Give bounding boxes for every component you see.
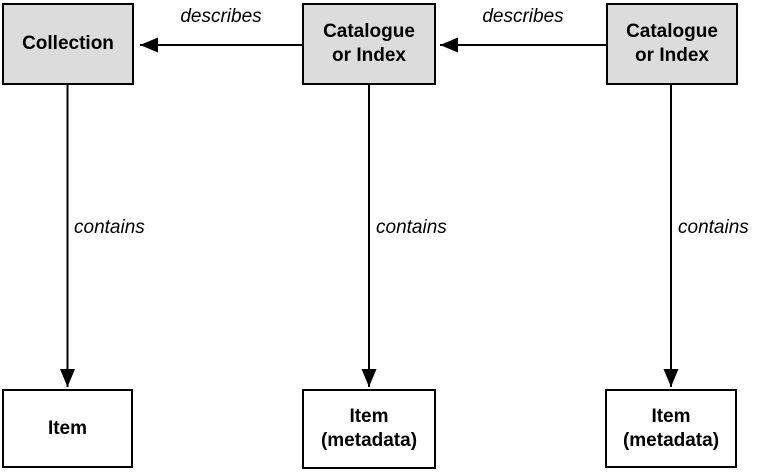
node-item-metadata-right-label-line1: Item [651, 405, 691, 427]
node-catalogue-or-index-right: Catalogue or Index [606, 3, 738, 85]
node-catalogue-middle-label-line1: Catalogue [323, 21, 415, 42]
node-collection: Collection [2, 3, 134, 85]
node-catalogue-right-label-line1: Catalogue [626, 21, 718, 42]
node-item-label: Item [47, 417, 88, 439]
node-item-metadata-right: Item (metadata) [605, 389, 737, 468]
node-item: Item [2, 389, 133, 468]
node-item-metadata-middle: Item (metadata) [302, 389, 436, 469]
edge-label-contains-left: contains [74, 217, 145, 238]
node-item-metadata-right-label-line2: (metadata) [622, 429, 720, 451]
edge-label-describes-left: describes [180, 6, 262, 27]
edge-label-contains-right: contains [678, 217, 749, 238]
edge-label-contains-middle: contains [376, 217, 447, 238]
node-catalogue-middle-label-line2: or Index [332, 45, 406, 66]
node-catalogue-right-label-line2: or Index [635, 45, 709, 66]
node-catalogue-or-index-middle: Catalogue or Index [302, 3, 436, 85]
node-item-metadata-middle-label-line1: Item [349, 406, 389, 427]
edge-label-describes-right: describes [482, 6, 564, 27]
node-collection-label: Collection [22, 33, 114, 54]
node-item-metadata-middle-label-line2: (metadata) [320, 430, 418, 451]
